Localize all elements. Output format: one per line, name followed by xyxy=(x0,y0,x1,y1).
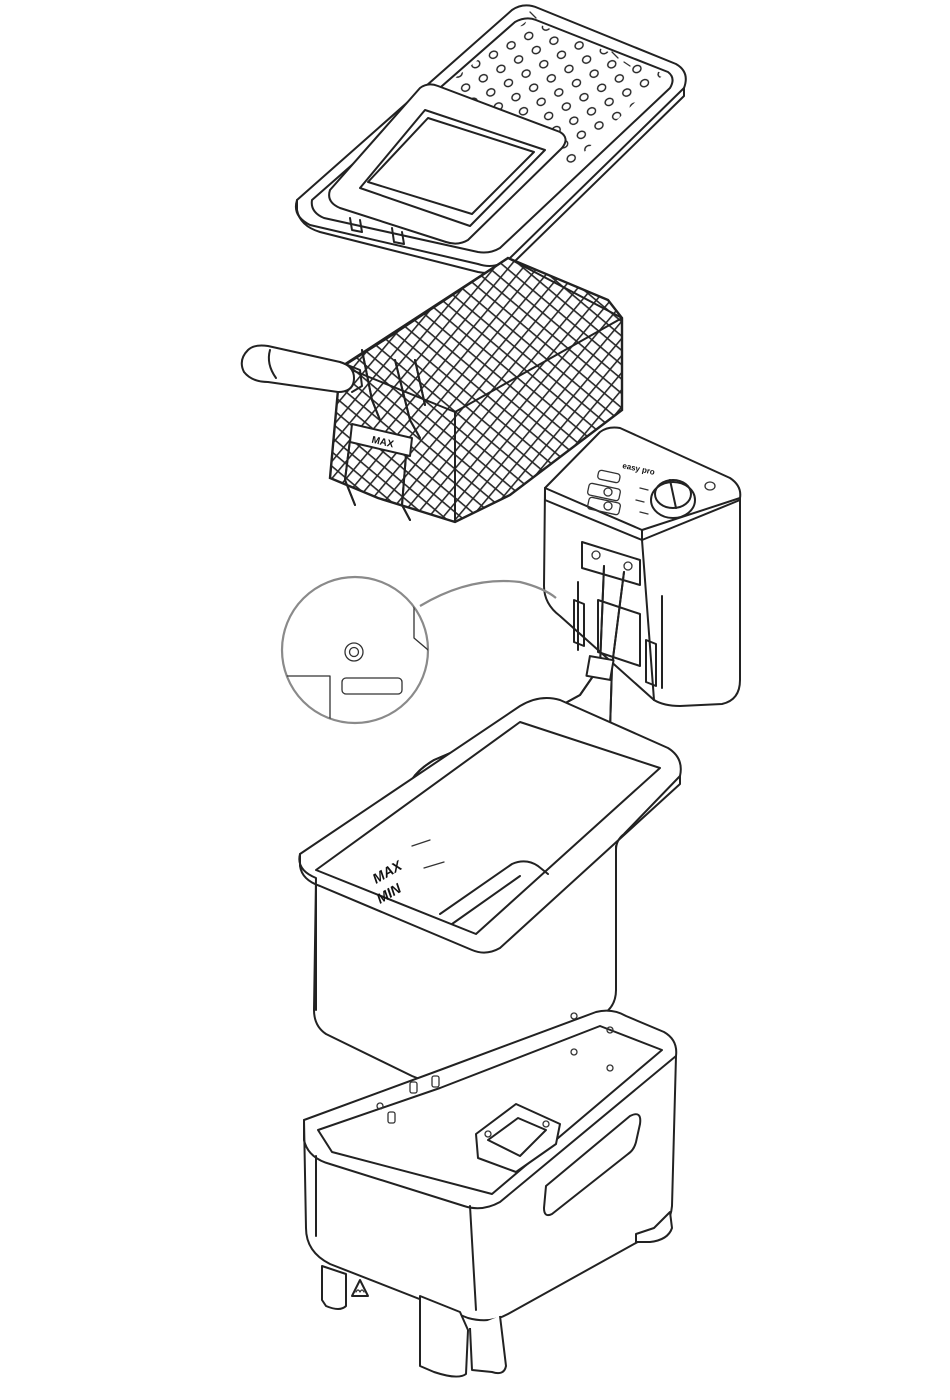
lid xyxy=(296,5,686,273)
housing-base xyxy=(304,1011,676,1377)
basket-handle[interactable] xyxy=(242,346,354,393)
control-unit: easy pro xyxy=(544,428,740,707)
heat-warning-icon xyxy=(352,1280,368,1296)
thermostat-knob-icon[interactable] xyxy=(651,480,695,518)
